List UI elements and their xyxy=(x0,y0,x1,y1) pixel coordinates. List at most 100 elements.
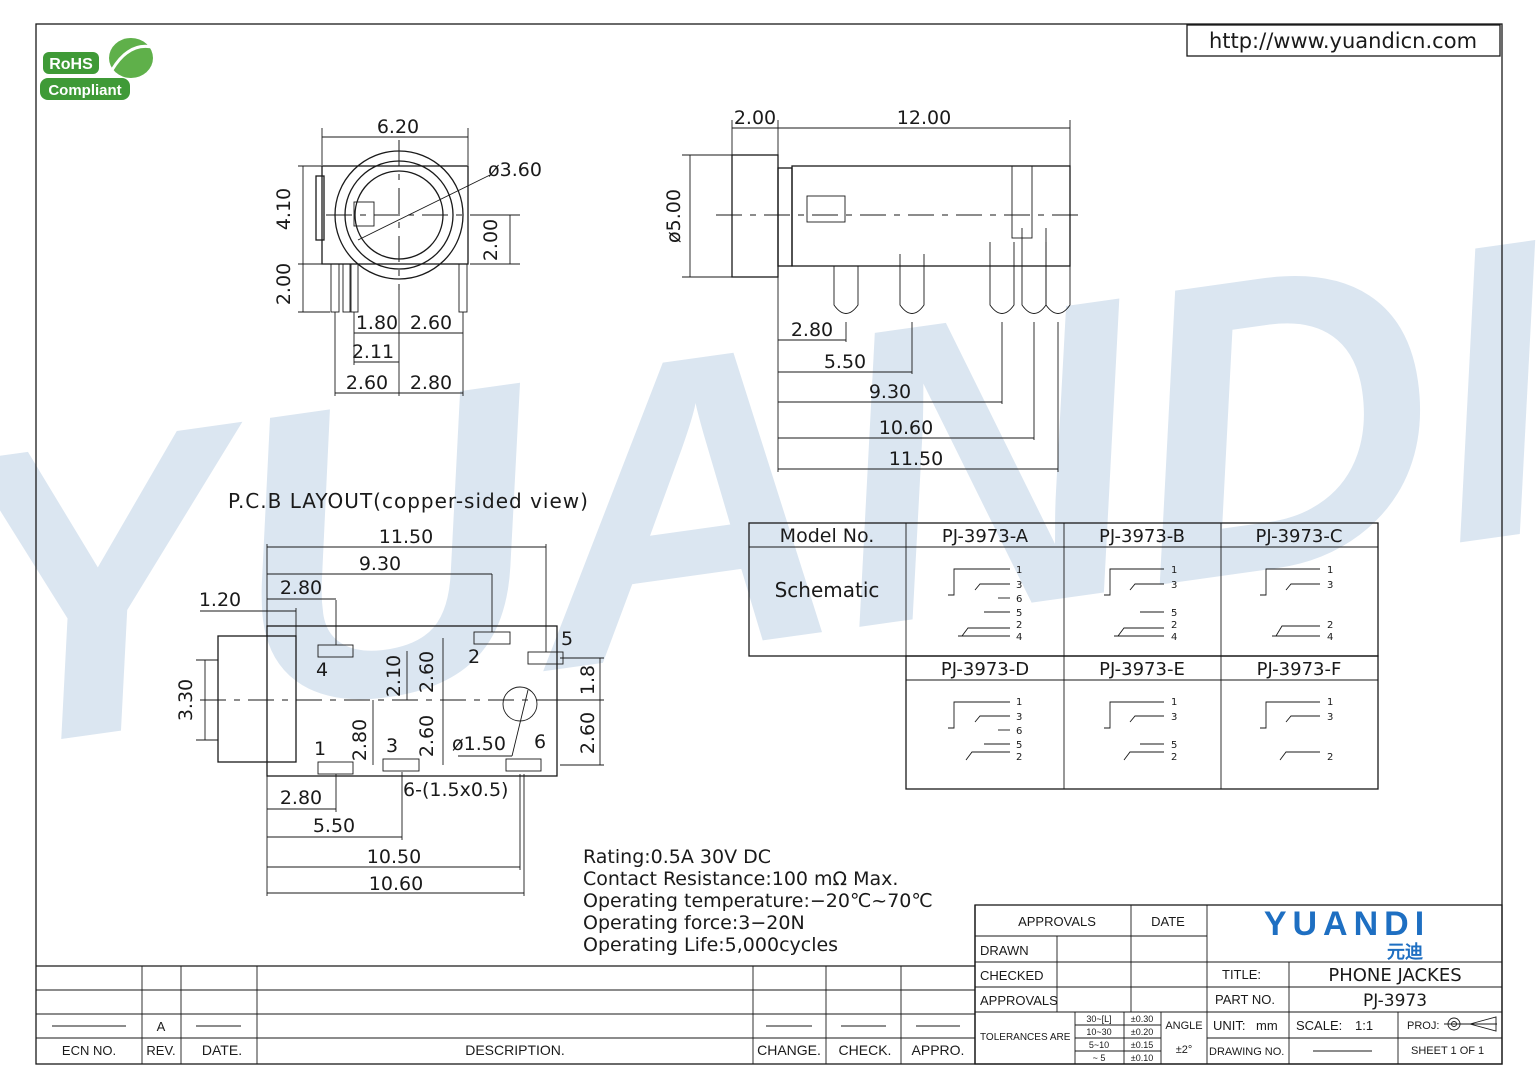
projection-symbol-icon xyxy=(1444,1016,1497,1032)
svg-text:6: 6 xyxy=(534,731,546,753)
svg-text:2.11: 2.11 xyxy=(352,341,394,363)
schematic-b: 13 524 xyxy=(1104,565,1177,643)
svg-text:3: 3 xyxy=(386,735,398,757)
svg-text:6.20: 6.20 xyxy=(377,116,419,138)
svg-text:10.50: 10.50 xyxy=(367,846,421,868)
svg-text:PJ-3973-B: PJ-3973-B xyxy=(1099,526,1185,547)
svg-text:1:1: 1:1 xyxy=(1355,1018,1373,1033)
svg-text:SHEET 1 OF 1: SHEET 1 OF 1 xyxy=(1411,1045,1484,1057)
svg-text:2: 2 xyxy=(1171,620,1177,631)
svg-text:2.00: 2.00 xyxy=(734,107,776,129)
svg-text:DRAWN: DRAWN xyxy=(980,943,1029,958)
svg-text:±0.30: ±0.30 xyxy=(1131,1014,1153,1024)
svg-text:2.80: 2.80 xyxy=(349,719,371,761)
svg-text:APPROVALS: APPROVALS xyxy=(980,993,1058,1008)
pad-3 xyxy=(382,758,420,772)
svg-text:10~30: 10~30 xyxy=(1086,1027,1111,1037)
svg-text:DATE.: DATE. xyxy=(202,1042,242,1058)
svg-text:2: 2 xyxy=(1016,620,1022,631)
svg-text:9.30: 9.30 xyxy=(359,553,401,575)
svg-text:±2°: ±2° xyxy=(1176,1044,1193,1056)
svg-text:A: A xyxy=(157,1019,166,1034)
svg-text:10.60: 10.60 xyxy=(879,417,933,439)
svg-text:Contact Resistance:100 mΩ Max.: Contact Resistance:100 mΩ Max. xyxy=(583,868,898,890)
schematic-f: 132 xyxy=(1260,697,1333,763)
svg-text:PJ-3973-E: PJ-3973-E xyxy=(1099,659,1185,680)
svg-text:4: 4 xyxy=(1171,632,1177,643)
svg-text:1.8: 1.8 xyxy=(577,665,599,695)
svg-text:SCALE:: SCALE: xyxy=(1296,1018,1342,1033)
svg-text:2.60: 2.60 xyxy=(577,712,599,754)
pcb-layout: P.C.B LAYOUT(copper-sided view) 4 2 5 1 … xyxy=(175,489,604,896)
svg-text:1: 1 xyxy=(1016,697,1022,708)
svg-text:Model No.: Model No. xyxy=(780,525,875,547)
svg-text:TOLERANCES ARE: TOLERANCES ARE xyxy=(980,1032,1071,1043)
svg-text:5: 5 xyxy=(561,628,573,650)
side-view: 2.00 12.00 ø5.00 2.80 5.50 9.30 10.60 11… xyxy=(663,107,1085,472)
svg-text:元迪: 元迪 xyxy=(1387,942,1423,963)
svg-text:3: 3 xyxy=(1171,580,1177,591)
svg-text:2.00: 2.00 xyxy=(273,263,295,305)
svg-text:mm: mm xyxy=(1256,1018,1278,1033)
svg-text:2: 2 xyxy=(1327,620,1333,631)
schematic-a: 136 524 xyxy=(948,565,1022,643)
svg-text:1: 1 xyxy=(1327,697,1333,708)
svg-text:5: 5 xyxy=(1171,740,1177,751)
svg-text:2.00: 2.00 xyxy=(480,219,502,261)
svg-text:2.60: 2.60 xyxy=(416,651,438,693)
svg-text:9.30: 9.30 xyxy=(869,381,911,403)
svg-text:PJ-3973: PJ-3973 xyxy=(1363,991,1427,1011)
svg-text:2: 2 xyxy=(1171,752,1177,763)
svg-text:1.80: 1.80 xyxy=(356,312,398,334)
svg-text:±0.20: ±0.20 xyxy=(1131,1027,1153,1037)
svg-text:Operating Life:5,000cycles: Operating Life:5,000cycles xyxy=(583,934,838,956)
svg-text:2.60: 2.60 xyxy=(410,312,452,334)
rohs-badge: RoHS Compliant xyxy=(40,38,157,100)
sheet-border xyxy=(35,23,1503,1065)
svg-text:4: 4 xyxy=(316,659,328,681)
svg-text:PJ-3973-F: PJ-3973-F xyxy=(1257,659,1342,680)
svg-text:Schematic: Schematic xyxy=(775,578,880,602)
svg-text:2.80: 2.80 xyxy=(280,787,322,809)
svg-text:6-(1.5x0.5): 6-(1.5x0.5) xyxy=(403,779,508,801)
svg-text:10.60: 10.60 xyxy=(369,873,423,895)
svg-text:2.10: 2.10 xyxy=(383,655,405,697)
svg-text:ø5.00: ø5.00 xyxy=(663,189,685,243)
svg-text:1.20: 1.20 xyxy=(199,589,241,611)
svg-text:6: 6 xyxy=(1016,726,1022,737)
svg-text:3: 3 xyxy=(1171,712,1177,723)
schematic-e: 13 52 xyxy=(1104,697,1177,763)
svg-text:PROJ:: PROJ: xyxy=(1407,1020,1439,1032)
svg-text:RoHS: RoHS xyxy=(49,56,93,73)
svg-text:5.50: 5.50 xyxy=(313,815,355,837)
svg-text:PJ-3973-A: PJ-3973-A xyxy=(942,526,1029,547)
svg-text:±0.15: ±0.15 xyxy=(1131,1040,1153,1050)
svg-text:APPROVALS: APPROVALS xyxy=(1018,914,1096,929)
front-view: 6.20 ø3.60 4.10 2.00 2.00 1.80 2.60 2.11… xyxy=(273,116,542,396)
svg-text:4: 4 xyxy=(1016,632,1022,643)
svg-text:3.30: 3.30 xyxy=(175,679,197,721)
svg-text:6: 6 xyxy=(1016,594,1022,605)
svg-text:5: 5 xyxy=(1171,608,1177,619)
svg-text:DESCRIPTION.: DESCRIPTION. xyxy=(465,1042,565,1058)
svg-text:P.C.B LAYOUT(copper-sided view: P.C.B LAYOUT(copper-sided view) xyxy=(228,489,589,513)
svg-text:1: 1 xyxy=(1327,565,1333,576)
svg-text:CHANGE.: CHANGE. xyxy=(757,1042,821,1058)
svg-text:4.10: 4.10 xyxy=(273,188,295,230)
svg-text:11.50: 11.50 xyxy=(379,526,433,548)
svg-text:Compliant: Compliant xyxy=(48,82,121,99)
svg-text:3: 3 xyxy=(1327,580,1333,591)
svg-text:ANGLE: ANGLE xyxy=(1165,1020,1202,1032)
svg-text:4: 4 xyxy=(1327,632,1333,643)
svg-text:APPRO.: APPRO. xyxy=(912,1042,965,1058)
yuandi-logo: YUANDI xyxy=(1264,905,1430,943)
schematic-c: 1 3 24 xyxy=(1260,565,1333,643)
svg-text:5.50: 5.50 xyxy=(824,351,866,373)
svg-text:~ 5: ~ 5 xyxy=(1093,1053,1106,1063)
svg-text:2.60: 2.60 xyxy=(346,372,388,394)
pad-1 xyxy=(317,761,354,775)
svg-text:Rating:0.5A 30V DC: Rating:0.5A 30V DC xyxy=(583,846,771,868)
url-box: http://www.yuandicn.com xyxy=(1186,24,1501,57)
svg-text:TITLE:: TITLE: xyxy=(1222,967,1261,982)
